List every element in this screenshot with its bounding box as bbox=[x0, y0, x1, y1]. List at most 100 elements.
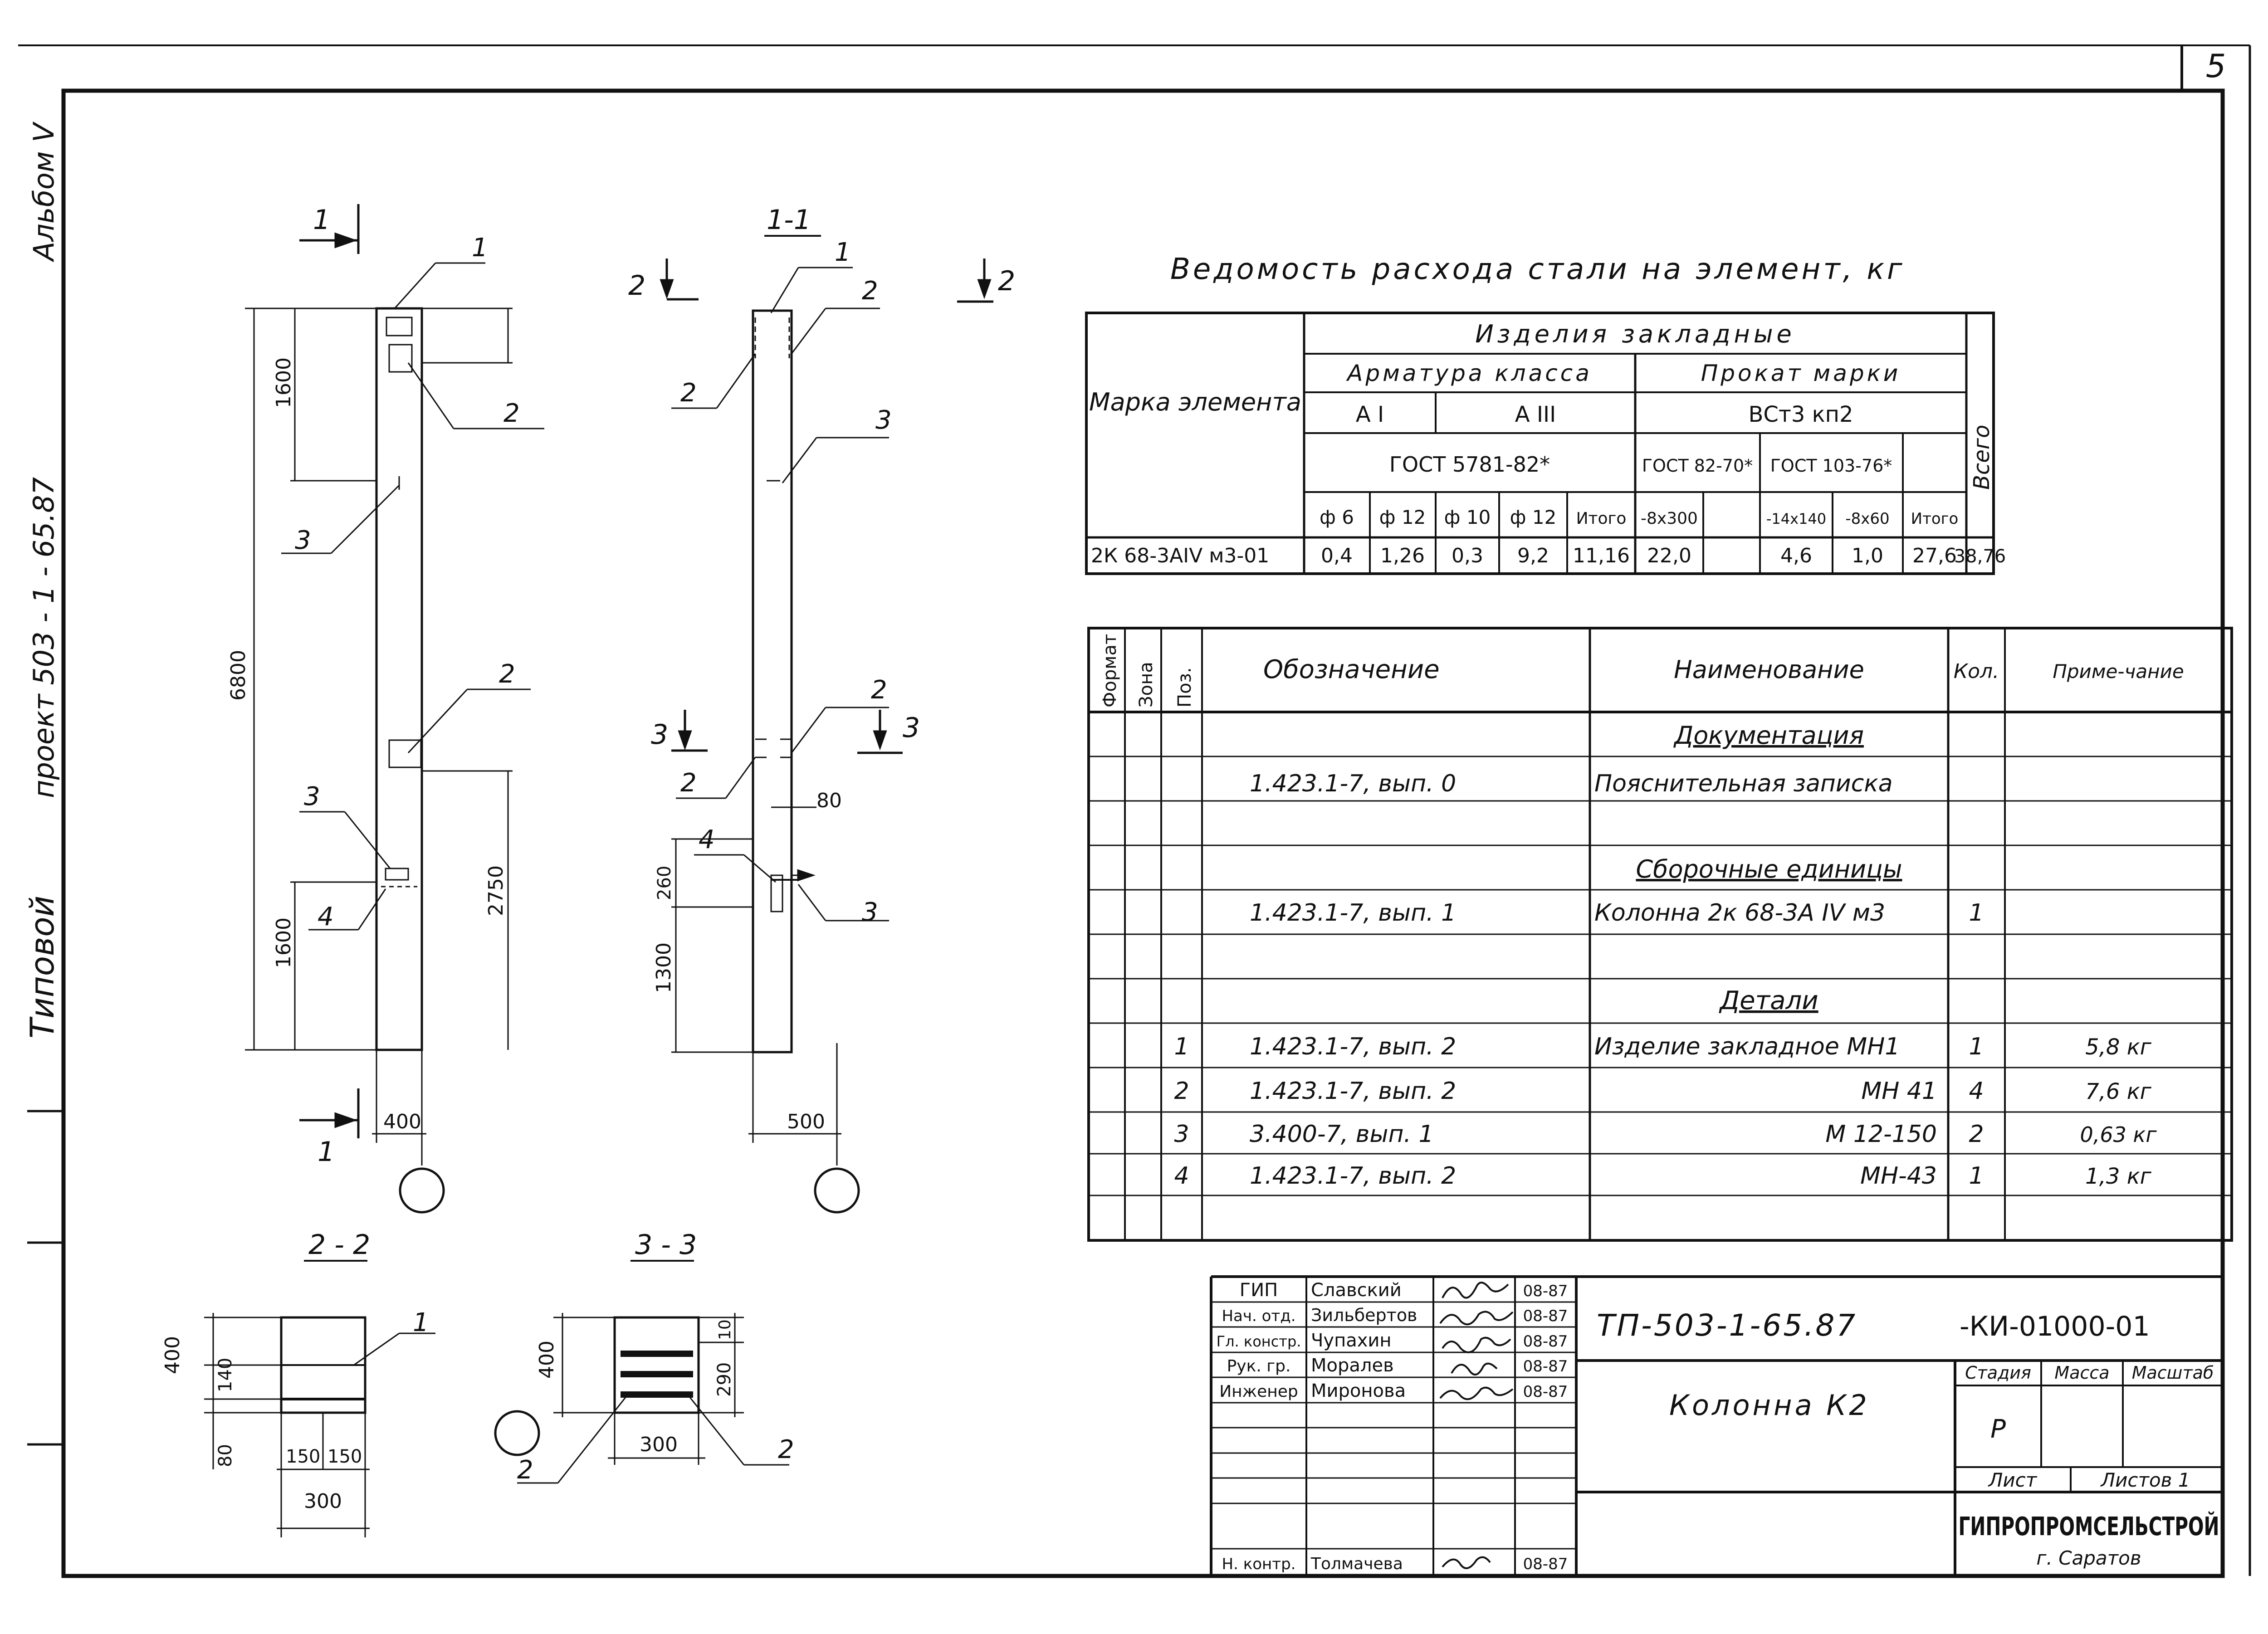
dim-1600-top: 1600 bbox=[272, 357, 295, 408]
page-number: 5 bbox=[2206, 48, 2226, 85]
steel-rolled-header: Прокат марки bbox=[1701, 360, 1901, 386]
steel-table-title: Ведомость расхода стали на элемент, кг bbox=[1170, 253, 1905, 286]
spec-pos: 2 bbox=[1174, 1078, 1189, 1105]
spec-header-zone: Зона bbox=[1136, 662, 1157, 707]
steel-class-a3: А III bbox=[1515, 402, 1556, 427]
s33-dim-10: 10 bbox=[716, 1319, 734, 1340]
s11-callout-4: 4 bbox=[699, 825, 715, 854]
sig-date: 08-87 bbox=[1523, 1307, 1568, 1325]
sheet-label: Лист bbox=[1988, 1469, 2038, 1491]
organization-city: г. Саратов bbox=[2036, 1547, 2141, 1569]
section-3-3-title: 3 - 3 bbox=[635, 1229, 697, 1261]
steel-armature-header: Арматура класса bbox=[1346, 360, 1592, 386]
dim-6800: 6800 bbox=[227, 650, 250, 701]
spec-header-note: Приме-чание bbox=[2053, 660, 2184, 683]
steel-value: 22,0 bbox=[1647, 544, 1691, 567]
handwritten-signatures bbox=[1439, 1282, 1514, 1569]
steel-subheader: -8х300 bbox=[1641, 509, 1698, 528]
cut-3-right: 3 bbox=[903, 712, 920, 744]
spec-qty: 1 bbox=[1969, 899, 1984, 927]
signature-rows: ГИП Славский 08-87 Нач. отд. Зильбертов … bbox=[1217, 1280, 1568, 1573]
sig-name: Славский bbox=[1311, 1280, 1402, 1301]
spec-note: 0,63 кг bbox=[2080, 1122, 2157, 1147]
section-1-1-view bbox=[660, 235, 993, 1214]
sig-date: 08-87 bbox=[1523, 1332, 1568, 1351]
callout-2a: 2 bbox=[503, 399, 520, 428]
sig-date: 08-87 bbox=[1523, 1282, 1568, 1300]
section-1-1-title: 1-1 bbox=[767, 204, 811, 236]
dim-1600-bottom: 1600 bbox=[272, 917, 295, 968]
spec-section-assembly: Сборочные единицы bbox=[1636, 855, 1902, 883]
sig-date: 08-87 bbox=[1523, 1383, 1568, 1401]
sig-role: Нач. отд. bbox=[1222, 1307, 1295, 1325]
dim-400: 400 bbox=[383, 1110, 421, 1133]
s11-callout-3b: 3 bbox=[862, 897, 878, 927]
cut-2-right: 2 bbox=[998, 265, 1015, 297]
steel-table-grid bbox=[1085, 312, 1995, 575]
cut-mark-top-1: 1 bbox=[313, 204, 330, 236]
dim-260: 260 bbox=[654, 866, 675, 900]
s11-callout-2a: 2 bbox=[862, 276, 878, 306]
callout-3b: 3 bbox=[304, 782, 320, 811]
spec-pos: 3 bbox=[1174, 1121, 1189, 1148]
steel-subheader: -14х140 bbox=[1766, 510, 1826, 527]
sig-date: 08-87 bbox=[1523, 1555, 1568, 1573]
side-typical-label: Типовой bbox=[23, 896, 61, 1039]
steel-value: 1,26 bbox=[1380, 544, 1425, 567]
s22-dim-400: 400 bbox=[161, 1336, 184, 1374]
mass-label: Масса bbox=[2054, 1363, 2109, 1383]
section-3-3-view bbox=[494, 1260, 789, 1484]
spec-note: 1,3 кг bbox=[2085, 1164, 2152, 1189]
s11-callout-1: 1 bbox=[835, 238, 851, 267]
callout-3a: 3 bbox=[295, 526, 311, 555]
spec-note: 5,8 кг bbox=[2085, 1034, 2152, 1060]
spec-name: Колонна 2к 68-3А IV м3 bbox=[1594, 899, 1885, 927]
organization-name: ГИПРОПРОМСЕЛЬСТРОЙ bbox=[1959, 1512, 2219, 1541]
spec-header-format: Формат bbox=[1100, 634, 1120, 707]
section-2-2-view bbox=[204, 1260, 435, 1537]
sig-name: Толмачева bbox=[1310, 1555, 1403, 1573]
steel-row-mark: 2К 68-3АIV м3-01 bbox=[1091, 544, 1269, 567]
spec-qty: 1 bbox=[1969, 1033, 1984, 1060]
cut-3-left: 3 bbox=[651, 719, 668, 751]
dim-500: 500 bbox=[787, 1110, 825, 1133]
spec-name: МН 41 bbox=[1861, 1078, 1937, 1105]
steel-total-header: Всего bbox=[1969, 425, 1994, 490]
spec-header-pos: Поз. bbox=[1174, 667, 1195, 707]
column-elevation bbox=[245, 204, 544, 1214]
s33-dim-300: 300 bbox=[640, 1433, 678, 1456]
spec-designation: 1.423.1-7, вып. 0 bbox=[1250, 770, 1456, 797]
steel-value: 0,3 bbox=[1452, 544, 1483, 567]
s11-callout-2c: 2 bbox=[871, 675, 887, 705]
callout-4a: 4 bbox=[318, 902, 334, 932]
steel-subheaders: ф 6 ф 12 ф 10 ф 12 Итого -8х300 -14х140 … bbox=[1320, 506, 1958, 528]
s22-callout-1: 1 bbox=[413, 1308, 429, 1337]
project-code: ТП-503-1-65.87 bbox=[1597, 1308, 1857, 1343]
s22-dim-300: 300 bbox=[304, 1490, 342, 1513]
spec-section-documentation: Документация bbox=[1673, 721, 1864, 750]
spec-pos: 4 bbox=[1174, 1162, 1189, 1190]
sheet-frame bbox=[18, 44, 2251, 1578]
sheets-label: Листов 1 bbox=[2100, 1469, 2190, 1491]
sig-role: ГИП bbox=[1240, 1280, 1278, 1301]
spec-qty: 2 bbox=[1969, 1121, 1984, 1148]
s11-callout-2b: 2 bbox=[680, 378, 697, 408]
spec-designation: 1.423.1-7, вып. 2 bbox=[1250, 1162, 1456, 1190]
s22-dim-150b: 150 bbox=[327, 1446, 362, 1467]
stage-label: Стадия bbox=[1965, 1363, 2031, 1383]
steel-grade: ВСт3 кп2 bbox=[1748, 402, 1853, 427]
steel-group-header: Изделия закладные bbox=[1475, 320, 1795, 348]
sig-name: Чупахин bbox=[1311, 1330, 1392, 1351]
steel-value: 4,6 bbox=[1780, 544, 1812, 567]
spec-qty: 1 bbox=[1969, 1162, 1984, 1190]
sig-role: Гл. констр. bbox=[1217, 1333, 1301, 1350]
cut-mark-bottom-1: 1 bbox=[318, 1136, 335, 1168]
s33-callout-2a: 2 bbox=[517, 1455, 533, 1485]
steel-gost-82: ГОСТ 82-70* bbox=[1642, 456, 1753, 476]
s22-dim-140: 140 bbox=[215, 1358, 236, 1392]
s22-dim-80: 80 bbox=[215, 1444, 236, 1467]
s33-callout-2b: 2 bbox=[778, 1435, 794, 1464]
s33-dim-290: 290 bbox=[714, 1362, 735, 1397]
side-album-label: Альбом V bbox=[27, 121, 60, 263]
spec-row-lines bbox=[1089, 756, 2232, 1196]
